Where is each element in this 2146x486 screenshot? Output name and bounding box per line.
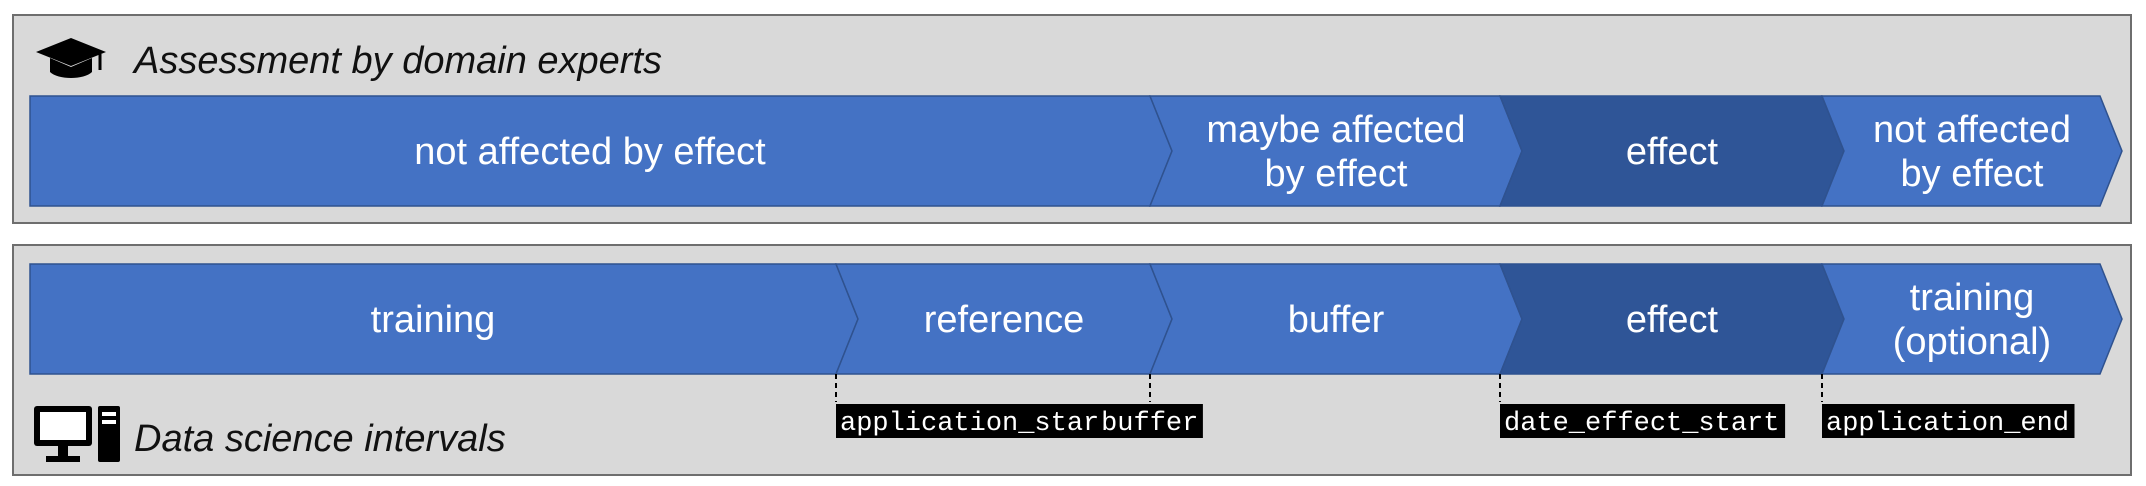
data-science-segment-4-label: (optional) — [1893, 321, 2051, 363]
marker-tag-background — [1500, 404, 1786, 438]
marker-application-end: application_end — [1826, 409, 2069, 439]
desktop-computer-icon — [34, 406, 120, 462]
marker-tag-background — [1097, 404, 1203, 438]
data-science-segment-4 — [1820, 263, 2123, 375]
marker-tag-background — [1822, 404, 2075, 438]
assessment-segment-1-label: maybe affected — [1206, 109, 1465, 151]
data-science-segment-2-label: buffer — [1288, 299, 1385, 341]
data-science-segment-3-label: effect — [1626, 299, 1719, 341]
data-science-segment-0-label: training — [371, 299, 496, 341]
assessment-segment-3 — [1820, 95, 2123, 207]
assessment-title: Assessment by domain experts — [134, 40, 663, 82]
data-science-title: Data science intervals — [134, 418, 506, 460]
marker-application-start: application_start — [840, 409, 1115, 439]
assessment-segment-3-label: not affected — [1873, 109, 2071, 151]
marker-tag-background — [836, 404, 1122, 438]
assessment-segment-3-label: by effect — [1901, 153, 2044, 195]
assessment-segment-2-label: effect — [1626, 131, 1719, 173]
assessment-segment-1-label: by effect — [1265, 153, 1408, 195]
data-science-segment-1-label: reference — [924, 299, 1085, 341]
marker-buffer: buffer — [1101, 409, 1198, 439]
assessment-segment-0-label: not affected by effect — [414, 131, 766, 173]
marker-date-effect-start: date_effect_start — [1504, 409, 1779, 439]
data-science-segment-4-label: training — [1910, 277, 2035, 319]
graduation-cap-icon — [36, 38, 106, 78]
